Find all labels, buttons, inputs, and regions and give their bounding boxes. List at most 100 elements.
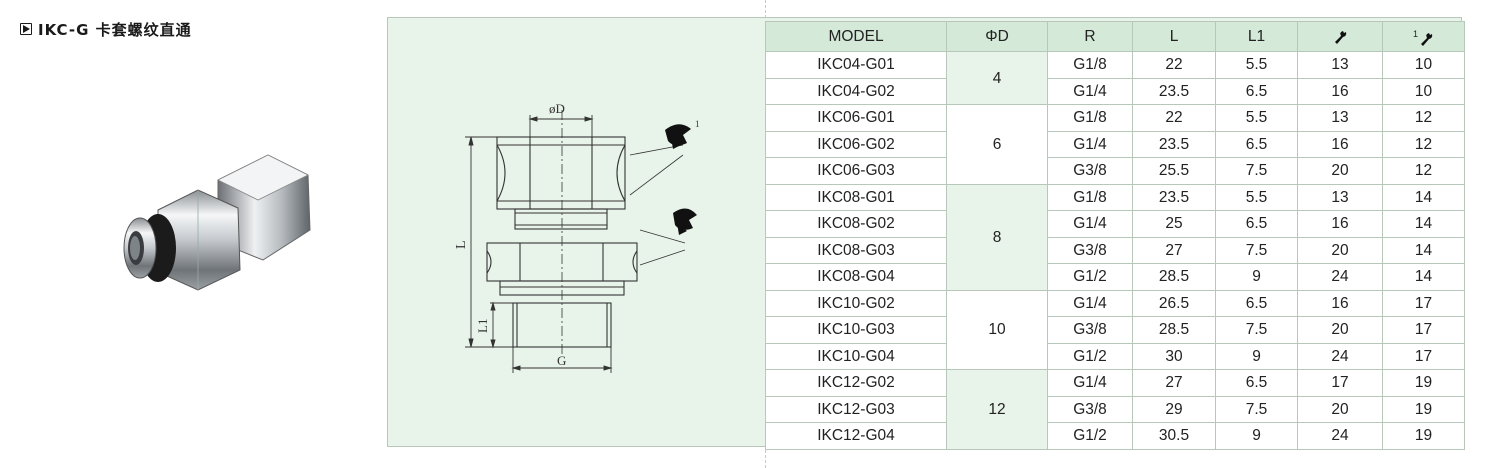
cell-l1: 9 [1215, 342, 1298, 371]
cell-r: G1/2 [1047, 342, 1133, 371]
cell-l: 28.5 [1132, 263, 1216, 291]
cell-wrench-1: 17 [1382, 342, 1465, 371]
section-title-text: IKC-G 卡套螺纹直通 [38, 20, 192, 39]
cell-l1: 6.5 [1215, 130, 1298, 159]
cell-phi-d: 6 [946, 104, 1048, 185]
cell-wrench: 16 [1297, 77, 1383, 106]
cell-r: G1/2 [1047, 263, 1133, 291]
cell-l1: 6.5 [1215, 369, 1298, 397]
cell-model: IKC12-G02 [765, 369, 947, 397]
cell-wrench-1: 14 [1382, 210, 1465, 238]
cell-wrench: 24 [1297, 342, 1383, 371]
cell-model: IKC08-G02 [765, 210, 947, 238]
wrench-icon [639, 208, 697, 266]
cell-l1: 6.5 [1215, 289, 1298, 318]
cell-phi-d: 10 [946, 289, 1048, 371]
cell-l: 30 [1132, 342, 1216, 371]
wrench-icon [1421, 33, 1433, 47]
cell-l: 27 [1132, 369, 1216, 397]
cell-wrench-1: 19 [1382, 395, 1465, 424]
header-phi-d: ΦD [946, 20, 1048, 53]
cell-l: 25 [1132, 210, 1216, 238]
cell-l: 22 [1132, 104, 1216, 132]
cell-model: IKC04-G01 [765, 51, 947, 79]
cell-wrench-1: 12 [1382, 157, 1465, 185]
cell-r: G1/8 [1047, 183, 1133, 212]
cell-model: IKC08-G01 [765, 183, 947, 212]
cell-r: G3/8 [1047, 157, 1133, 185]
cell-l: 23.5 [1132, 183, 1216, 212]
cell-r: G1/8 [1047, 51, 1133, 79]
header-l1: L1 [1215, 20, 1298, 53]
cell-wrench: 24 [1297, 263, 1383, 291]
wrench-icon [1335, 30, 1347, 44]
cell-phi-d: 8 [946, 183, 1048, 291]
cell-l1: 5.5 [1215, 104, 1298, 132]
cell-l1: 5.5 [1215, 183, 1298, 212]
cell-l: 29 [1132, 395, 1216, 424]
cell-r: G1/4 [1047, 77, 1133, 106]
cell-wrench-1: 19 [1382, 369, 1465, 397]
cell-wrench: 20 [1297, 316, 1383, 344]
header-wrench [1297, 20, 1383, 53]
cell-model: IKC10-G04 [765, 342, 947, 371]
cell-model: IKC10-G03 [765, 316, 947, 344]
cell-model: IKC08-G04 [765, 263, 947, 291]
cell-wrench-1: 14 [1382, 236, 1465, 265]
cell-phi-d: 4 [946, 51, 1048, 106]
cell-l: 27 [1132, 236, 1216, 265]
cell-wrench: 20 [1297, 395, 1383, 424]
cell-wrench: 20 [1297, 157, 1383, 185]
cell-l: 30.5 [1132, 422, 1216, 450]
cell-l1: 7.5 [1215, 236, 1298, 265]
cell-wrench-1: 14 [1382, 263, 1465, 291]
cell-model: IKC10-G02 [765, 289, 947, 318]
cell-wrench-1: 10 [1382, 77, 1465, 106]
section-title: IKC-G 卡套螺纹直通 [20, 19, 192, 39]
dim-label-g: G [557, 353, 566, 368]
cell-wrench: 16 [1297, 210, 1383, 238]
cell-model: IKC08-G03 [765, 236, 947, 265]
cell-r: G1/2 [1047, 422, 1133, 450]
cell-r: G1/4 [1047, 289, 1133, 318]
header-wrench-1: 1 [1382, 20, 1465, 53]
cell-r: G1/4 [1047, 210, 1133, 238]
play-icon [20, 23, 32, 35]
cell-r: G3/8 [1047, 236, 1133, 265]
cell-wrench: 17 [1297, 369, 1383, 397]
cell-wrench: 13 [1297, 183, 1383, 212]
cell-model: IKC06-G03 [765, 157, 947, 185]
dim-label-phi-d: øD [549, 101, 565, 116]
dim-label-l1: L1 [475, 319, 490, 333]
cell-l: 25.5 [1132, 157, 1216, 185]
cell-l: 22 [1132, 51, 1216, 79]
cell-l: 26.5 [1132, 289, 1216, 318]
cell-wrench: 16 [1297, 130, 1383, 159]
cell-l1: 5.5 [1215, 51, 1298, 79]
cell-wrench: 13 [1297, 51, 1383, 79]
cell-wrench-1: 19 [1382, 422, 1465, 450]
cell-l: 23.5 [1132, 130, 1216, 159]
wrench-index-label: 1 [695, 119, 700, 129]
cell-r: G1/4 [1047, 130, 1133, 159]
cell-l1: 6.5 [1215, 210, 1298, 238]
cell-model: IKC12-G04 [765, 422, 947, 450]
cell-l1: 7.5 [1215, 395, 1298, 424]
wrench-icon [629, 124, 691, 196]
cell-wrench-1: 12 [1382, 130, 1465, 159]
technical-drawing: øD L L1 G 1 [454, 101, 700, 373]
cell-wrench-1: 17 [1382, 316, 1465, 344]
cell-model: IKC04-G02 [765, 77, 947, 106]
